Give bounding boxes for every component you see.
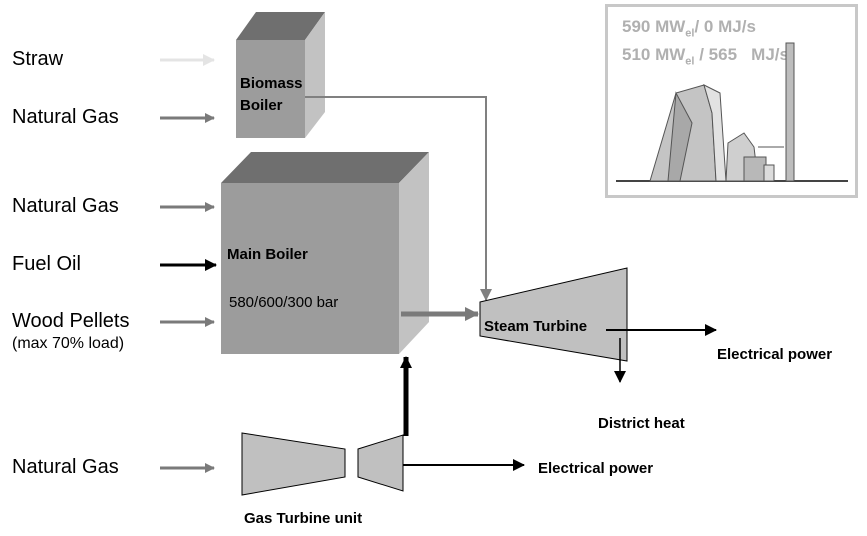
input-fuel-oil-label: Fuel Oil: [12, 253, 81, 275]
input-wood-pellets-note: (max 70% load): [12, 335, 125, 352]
biomass-steam-line: [305, 96, 492, 301]
district-heat-label: District heat: [598, 415, 685, 432]
input-natural-gas-gt-label: Natural Gas: [12, 456, 119, 478]
main-boiler-box: [221, 152, 429, 354]
inset-line2: 510 MWel / 565 MJ/s: [622, 45, 789, 67]
biomass-boiler-line1: Biomass: [240, 75, 303, 92]
main-boiler-spec: 580/600/300 bar: [229, 294, 339, 311]
input-straw-label: Straw: [12, 48, 64, 70]
input-natural-gas-main-label: Natural Gas: [12, 195, 119, 217]
gas-turbine-label: Gas Turbine unit: [244, 510, 363, 527]
inset-line2-rest: / 565 MJ/s: [694, 45, 789, 64]
st-electrical-power-label: Electrical power: [717, 346, 833, 363]
biomass-boiler-label: Biomass Boiler: [240, 73, 303, 117]
inset-line1: 590 MWel/ 0 MJ/s: [622, 17, 756, 39]
inset-line1-rest: / 0 MJ/s: [694, 17, 756, 36]
input-natural-gas-biomass-label: Natural Gas: [12, 106, 119, 128]
inset-line1-sub: el: [685, 27, 695, 40]
inset-line1-value: 590 MW: [622, 17, 686, 36]
inset-line2-value: 510 MW: [622, 45, 686, 64]
biomass-boiler-box: [236, 12, 325, 138]
main-boiler-title: Main Boiler: [227, 246, 308, 263]
gt-electrical-power-label: Electrical power: [538, 460, 654, 477]
biomass-boiler-line2: Boiler: [240, 97, 283, 114]
input-wood-pellets-label: Wood Pellets: [12, 310, 130, 332]
power-plant-illustration: [616, 42, 848, 182]
plant-inset-panel: 590 MWel/ 0 MJ/s 510 MWel / 565 MJ/s: [605, 4, 858, 198]
gas-turbine-expander: [357, 434, 404, 492]
gas-turbine-compressor: [241, 432, 346, 496]
steam-turbine-label: Steam Turbine: [484, 318, 588, 335]
steam-turbine-shape: [479, 267, 628, 362]
inset-line2-sub: el: [685, 55, 695, 68]
